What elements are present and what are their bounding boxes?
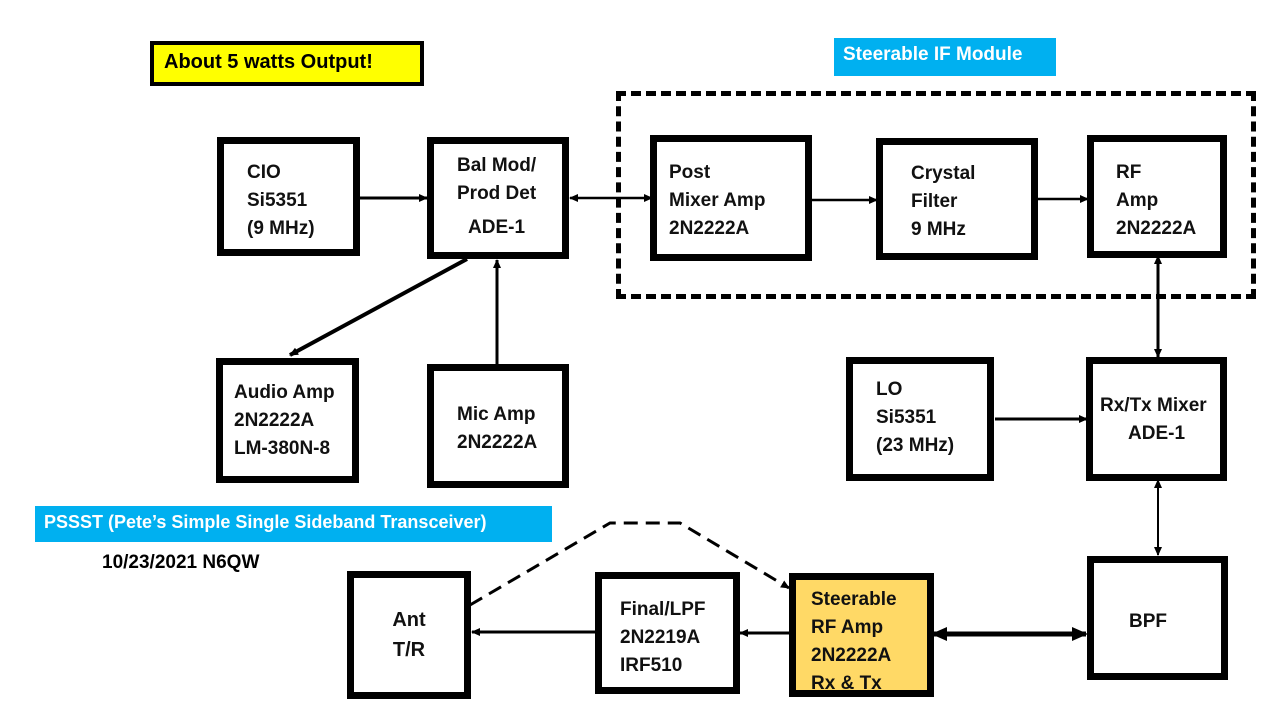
date-callsign: 10/23/2021 N6QW xyxy=(102,552,260,573)
block-line: 2N2219A xyxy=(620,627,701,648)
block-line: Steerable xyxy=(811,589,897,610)
block-post-mixer-amp: Post Mixer Amp 2N2222A xyxy=(650,135,812,261)
block-line: T/R xyxy=(392,639,426,661)
block-line: 9 MHz xyxy=(911,219,966,240)
block-balanced-modulator: Bal Mod/ Prod Det ADE-1 xyxy=(427,137,569,259)
block-line: LM-380N-8 xyxy=(234,438,331,459)
block-cio-oscillator: CIO Si5351 (9 MHz) xyxy=(217,137,360,256)
block-line: Mixer Amp xyxy=(669,190,766,211)
diagram-title: PSSST (Pete’s Simple Single Sideband Tra… xyxy=(35,506,552,542)
block-crystal-filter: Crystal Filter 9 MHz xyxy=(876,138,1038,260)
wire-balmod-audio xyxy=(289,257,468,357)
block-line: ADE-1 xyxy=(1128,423,1186,444)
block-steerable-rf-amp: Steerable RF Amp 2N2222A Rx & Tx xyxy=(789,573,934,697)
block-line: Audio Amp xyxy=(234,382,335,403)
wire-ant-steerable-dashed xyxy=(469,521,790,607)
steerable-if-module-boundary xyxy=(616,91,1256,299)
block-line: RF xyxy=(1116,162,1142,183)
block-line: 2N2222A xyxy=(1116,218,1197,239)
block-line: LO xyxy=(876,379,903,400)
block-line: Crystal xyxy=(911,163,976,184)
block-rf-amp: RF Amp 2N2222A xyxy=(1087,135,1227,258)
block-line: Final/LPF xyxy=(620,599,706,620)
block-line: Post xyxy=(669,162,711,183)
block-line: 2N2222A xyxy=(811,645,892,666)
block-line: Rx/Tx Mixer xyxy=(1100,395,1207,416)
block-line: CIO xyxy=(247,162,281,183)
block-band-pass-filter: BPF xyxy=(1087,556,1228,680)
block-line: Bal Mod/ xyxy=(457,155,537,176)
block-line: RF Amp xyxy=(811,617,884,638)
block-line: 2N2222A xyxy=(234,410,315,431)
block-line: BPF xyxy=(1129,611,1167,632)
block-antenna-tr: Ant T/R xyxy=(347,571,471,699)
block-line: Ant xyxy=(392,609,426,631)
block-audio-amp: Audio Amp 2N2222A LM-380N-8 xyxy=(216,358,359,483)
block-line: Mic Amp xyxy=(457,404,536,425)
block-line: Rx & Tx xyxy=(811,673,882,694)
block-line: Prod Det xyxy=(457,183,537,204)
block-line: 2N2222A xyxy=(669,218,750,239)
block-line: (23 MHz) xyxy=(876,435,955,456)
block-final-lpf: Final/LPF 2N2219A IRF510 xyxy=(595,572,740,694)
block-line: (9 MHz) xyxy=(247,218,315,239)
block-line: IRF510 xyxy=(620,655,683,676)
output-power-note: About 5 watts Output! xyxy=(150,41,424,86)
block-line: Si5351 xyxy=(247,190,308,211)
block-line: 2N2222A xyxy=(457,432,538,453)
block-line: ADE-1 xyxy=(468,217,526,238)
block-local-oscillator: LO Si5351 (23 MHz) xyxy=(846,357,994,481)
block-line: Si5351 xyxy=(876,407,937,428)
block-line: Amp xyxy=(1116,190,1159,211)
block-line: Filter xyxy=(911,191,958,212)
block-rx-tx-mixer: Rx/Tx Mixer ADE-1 xyxy=(1086,357,1227,481)
block-mic-amp: Mic Amp 2N2222A xyxy=(427,364,569,488)
module-label: Steerable IF Module xyxy=(834,38,1056,76)
